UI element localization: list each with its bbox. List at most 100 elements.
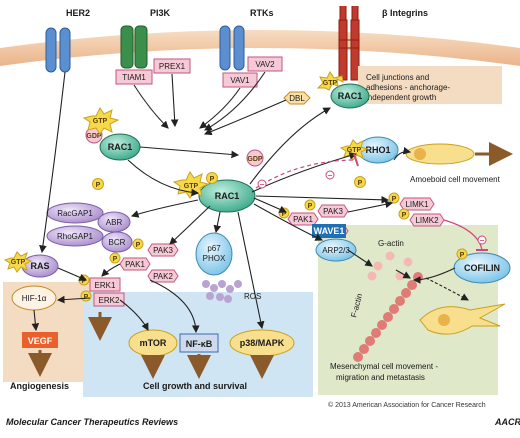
svg-text:P: P	[358, 180, 363, 187]
svg-text:GDP: GDP	[247, 156, 263, 163]
erk2-node: ERK2	[93, 292, 125, 307]
svg-text:LIMK2: LIMK2	[415, 216, 439, 225]
svg-text:VAV2: VAV2	[255, 60, 275, 69]
svg-text:NF-κB: NF-κB	[186, 339, 213, 349]
svg-text:RhoGAP1: RhoGAP1	[57, 232, 94, 241]
svg-text:−: −	[260, 180, 265, 189]
svg-text:P: P	[113, 256, 118, 263]
ros-cluster	[202, 280, 242, 303]
vav2-box: VAV2	[247, 56, 283, 72]
signal-arrows	[31, 71, 469, 334]
svg-text:P: P	[84, 294, 89, 301]
svg-text:ERK2: ERK2	[99, 296, 120, 305]
rtks-label: RTKs	[250, 8, 274, 18]
svg-text:P: P	[402, 212, 407, 219]
svg-text:P: P	[282, 211, 287, 218]
svg-text:PAK3: PAK3	[153, 246, 173, 255]
svg-text:GTP: GTP	[323, 80, 338, 87]
integrins-label: β Integrins	[382, 8, 428, 18]
g-actin-label: G-actin	[378, 239, 404, 248]
junctions-text-3: independent growth	[366, 93, 436, 102]
tiam1-box: TIAM1	[115, 69, 153, 85]
p-near-rac1-gdp: P	[92, 178, 104, 190]
mesenchymal-cell	[419, 303, 506, 335]
rtk-receptor	[219, 25, 245, 71]
svg-text:ERK1: ERK1	[95, 281, 116, 290]
junctions-text-1: Cell junctions and	[366, 73, 429, 82]
p-amoeboid: P	[354, 176, 366, 188]
svg-text:RHO1: RHO1	[365, 145, 390, 155]
rhogap1-node: RhoGAP1	[46, 225, 104, 247]
svg-text:p67: p67	[207, 244, 221, 253]
limk2-node: LIMK2	[409, 213, 445, 227]
journal-title: Molecular Cancer Therapeutics Reviews	[6, 417, 178, 427]
svg-text:P: P	[392, 196, 397, 203]
svg-text:P: P	[308, 203, 313, 210]
amoeboid-cell	[405, 142, 513, 166]
svg-text:−: −	[480, 236, 485, 245]
svg-text:PAK1: PAK1	[125, 260, 145, 269]
p-pak-right-1: P	[304, 199, 316, 211]
inhibition-lines: − − −	[255, 153, 488, 251]
svg-text:RAC1: RAC1	[108, 142, 133, 152]
p-limk-2: P	[398, 208, 410, 220]
svg-text:COFILIN: COFILIN	[464, 263, 500, 273]
p-cofilin: P	[456, 248, 468, 260]
svg-text:GDP: GDP	[86, 133, 102, 140]
svg-text:PREX1: PREX1	[159, 62, 186, 71]
svg-text:RAC1: RAC1	[338, 91, 363, 101]
svg-text:VEGF: VEGF	[28, 336, 53, 346]
svg-text:RAC1: RAC1	[215, 191, 240, 201]
svg-text:BCR: BCR	[109, 238, 126, 247]
svg-text:GTP: GTP	[93, 118, 108, 125]
svg-text:PAK2: PAK2	[153, 272, 173, 281]
growth-label: Cell growth and survival	[143, 381, 247, 391]
svg-text:TIAM1: TIAM1	[122, 73, 146, 82]
ras-node: RAS	[21, 254, 59, 278]
outcome-arrows	[28, 312, 274, 379]
p-erk-1: P	[78, 274, 90, 286]
erk1-node: ERK1	[89, 277, 121, 292]
p-pak-left-2: P	[109, 252, 121, 264]
dbl-box: DBL	[283, 91, 311, 105]
mtor-node: mTOR	[128, 329, 178, 357]
svg-text:mTOR: mTOR	[140, 338, 167, 348]
hif1a-node: HIF-1α	[11, 285, 57, 311]
arp23-node: ARP2/3	[315, 238, 357, 262]
gtp-star-ras: GTP	[3, 251, 33, 273]
limk1-node: LIMK1	[399, 197, 435, 211]
svg-text:RacGAP1: RacGAP1	[57, 209, 93, 218]
amoeboid-label: Amoeboid cell movement	[410, 175, 501, 184]
svg-text:GTP: GTP	[347, 147, 362, 154]
mesenchymal-text-1: Mesenchymal cell movement -	[330, 362, 438, 371]
vav1-box: VAV1	[222, 72, 258, 88]
pak2-left: PAK2	[147, 269, 179, 283]
svg-text:VAV1: VAV1	[230, 76, 250, 85]
bcr-node: BCR	[101, 231, 133, 253]
integrin-receptor	[338, 6, 360, 81]
junctions-text-2: adhesions - anchorage-	[366, 83, 450, 92]
pak3-left: PAK3	[147, 243, 179, 257]
svg-text:P: P	[96, 182, 101, 189]
svg-text:GTP: GTP	[184, 183, 199, 190]
svg-text:LIMK1: LIMK1	[405, 200, 429, 209]
svg-text:P: P	[136, 242, 141, 249]
g-actin-cluster	[367, 251, 413, 281]
gtp-star-upper: GTP	[82, 107, 120, 135]
gtp-star-integrin: GTP	[316, 71, 344, 91]
aacr-logo: AACR	[494, 417, 520, 427]
pak1-left: PAK1	[119, 257, 151, 271]
svg-text:P: P	[82, 278, 87, 285]
svg-text:PHOX: PHOX	[203, 254, 226, 263]
p38-node: p38/MAPK	[229, 329, 295, 357]
svg-text:−: −	[328, 171, 333, 180]
mesenchymal-text-2: migration and metastasis	[336, 373, 425, 382]
pak1-right: PAK1	[287, 212, 319, 226]
abr-node: ABR	[97, 211, 131, 233]
her2-label: HER2	[66, 8, 90, 18]
rac1-integrin: RAC1	[330, 83, 370, 109]
p-central: P	[206, 172, 218, 184]
svg-text:HIF-1α: HIF-1α	[22, 294, 47, 303]
